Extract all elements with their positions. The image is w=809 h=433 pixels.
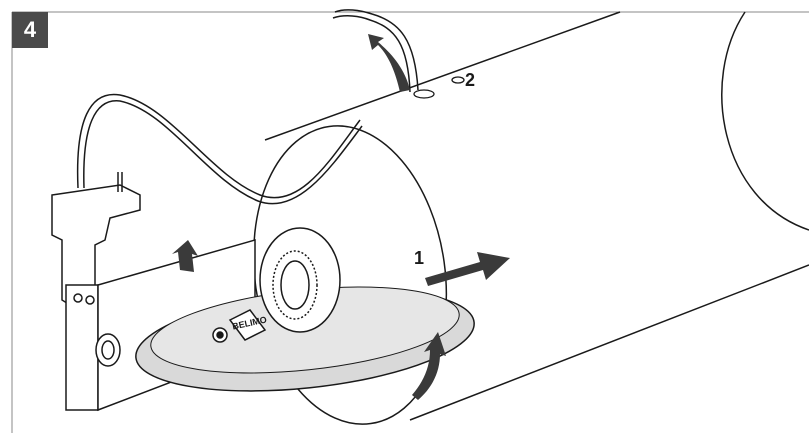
duct-far-end bbox=[721, 11, 809, 231]
tab-up-arrow bbox=[172, 240, 198, 272]
insert-arrow bbox=[425, 252, 510, 286]
duct-top-edge bbox=[264, 11, 621, 141]
sensor-housing bbox=[65, 284, 99, 411]
duct-second-hole bbox=[451, 76, 465, 84]
duct-cylinder bbox=[264, 11, 809, 421]
sensor-cable-loop bbox=[76, 93, 361, 199]
duct-bottom-edge bbox=[409, 264, 809, 421]
callout-1: 1 bbox=[414, 248, 425, 268]
sensor-cable bbox=[332, 9, 419, 93]
cable-pull-arrow bbox=[368, 34, 410, 92]
duct-cable-hole bbox=[413, 89, 435, 99]
step-number-badge: 4 bbox=[12, 12, 48, 48]
probe-head bbox=[212, 227, 341, 343]
callout-2: 2 bbox=[465, 70, 476, 90]
rotate-arrow bbox=[412, 332, 446, 400]
